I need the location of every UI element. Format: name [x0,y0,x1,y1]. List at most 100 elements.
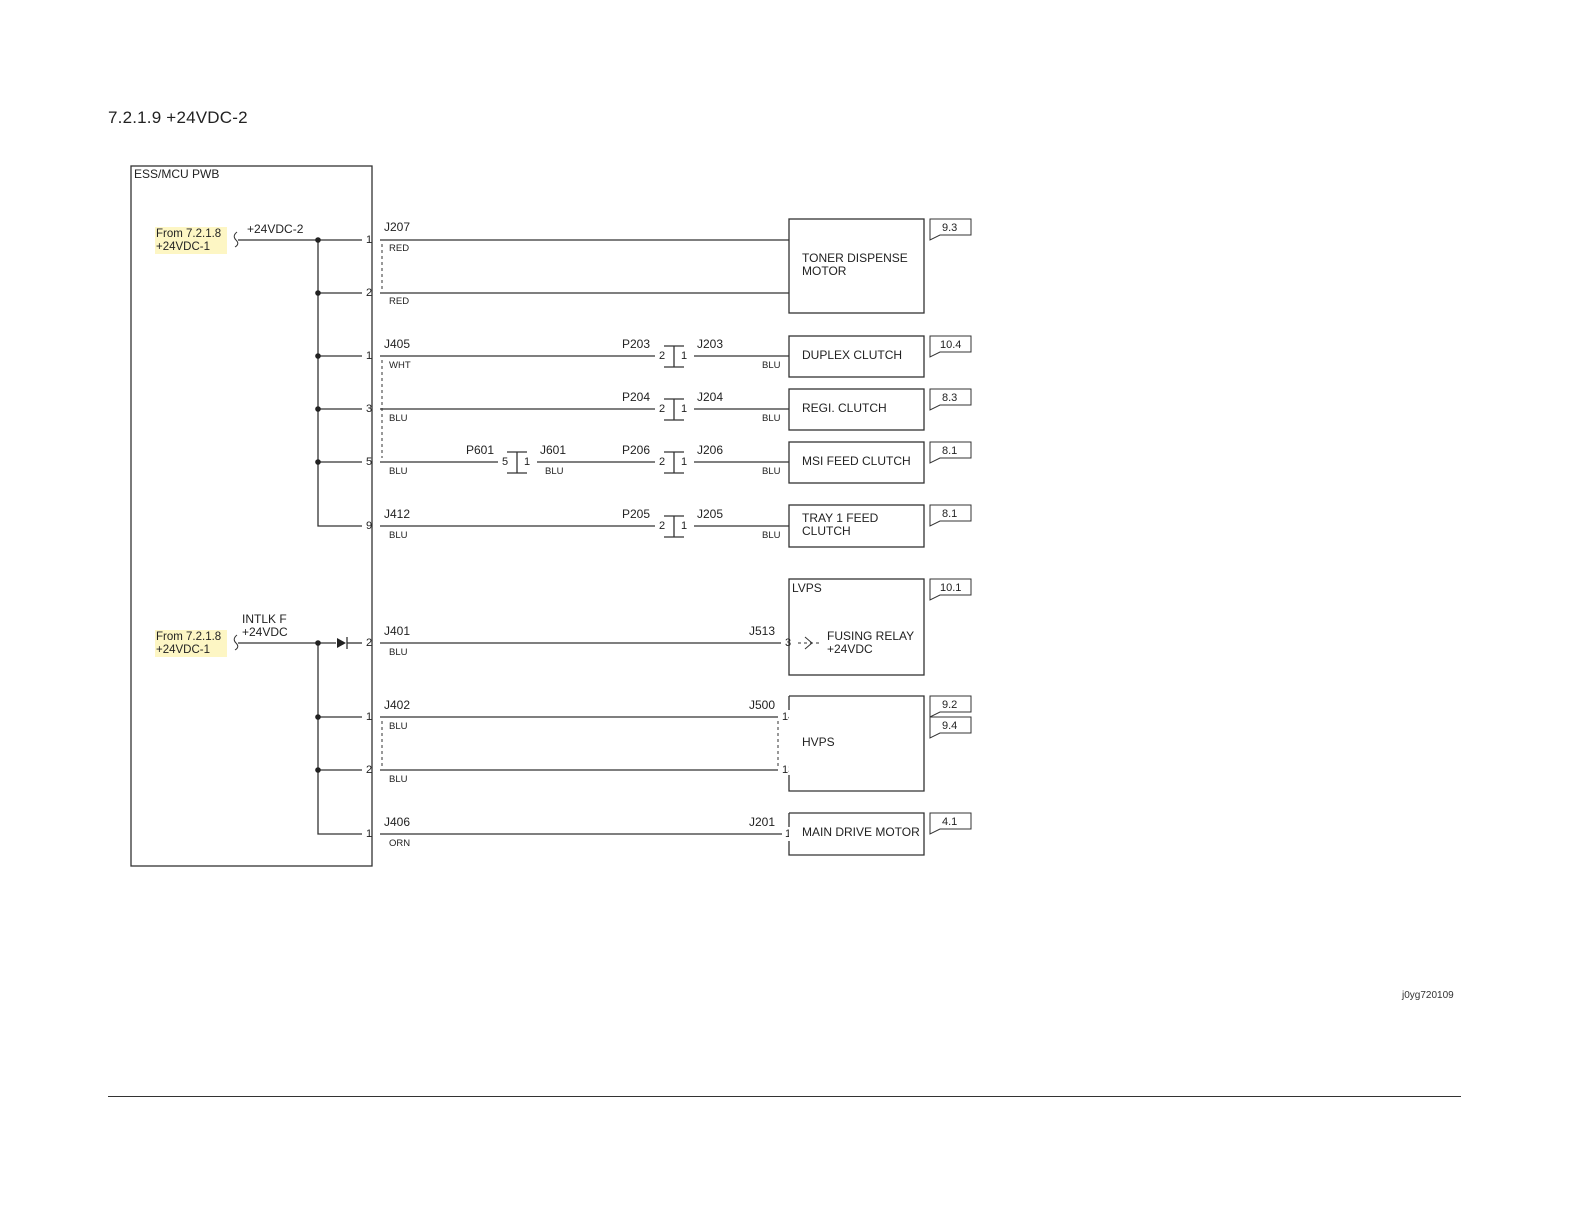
source-1-signal: +24VDC-1 [156,241,210,253]
pin-number: 1 [366,828,372,840]
wire-color: ORN [389,838,410,849]
duplex-clutch-box [788,335,925,378]
jack-j406: J406 [384,815,410,829]
pin-number: 2 [366,637,372,649]
wire-color: BLU [389,413,408,424]
source-2-signal: +24VDC-1 [156,644,210,656]
plug-pin: 1 [681,456,687,468]
jack-j203: J203 [697,337,723,351]
source-1-from: From 7.2.1.8 [156,228,221,240]
wire-color: BLU [762,360,781,371]
toner-dispense-motor-box [788,218,925,314]
svg-text:10.4: 10.4 [940,339,961,351]
jack-j402: J402 [384,698,410,712]
svg-text:8.1: 8.1 [942,445,957,457]
wire-color: WHT [389,360,411,371]
wire-color: RED [389,243,409,254]
footer-divider [108,1096,1461,1097]
source-2-net-line1: INTLK F [242,612,287,626]
connector-icon [664,515,684,538]
tray1-feed-clutch-box [788,504,925,548]
junction-dot [315,767,321,773]
wire-color: RED [389,296,409,307]
pin-number: 5 [366,456,372,468]
wire-color: BLU [389,721,408,732]
diode-icon [337,638,346,648]
junction-dot [315,459,321,465]
jack-j601: J601 [540,443,566,457]
pin-number: 2 [366,287,372,299]
plug-pin: 2 [659,520,665,532]
msi-feed-clutch-label: MSI FEED CLUTCH [802,454,911,468]
plug-pin: 1 [681,350,687,362]
junction-dot [315,714,321,720]
jack-j401: J401 [384,624,410,638]
duplex-clutch-label: DUPLEX CLUTCH [802,348,902,362]
ref-flag: 4.1 [929,812,972,835]
ref-flag: 10.4 [929,335,972,358]
plug-p601: P601 [466,443,494,457]
wire-color: BLU [389,530,408,541]
pin-number: 9 [366,520,372,532]
ref-flag: 8.3 [929,388,972,411]
junction-dot [315,290,321,296]
jack-j405: J405 [384,337,410,351]
wire-color: BLU [762,530,781,541]
msi-feed-clutch-box [788,441,925,484]
source-1-highlight [155,227,227,254]
hvps-label: HVPS [802,735,835,749]
svg-text:8.1: 8.1 [942,508,957,520]
wire-color: BLU [762,466,781,477]
wire-color: BLU [389,774,408,785]
junction-dot [315,353,321,359]
fusing-relay-label-2: +24VDC [827,642,873,656]
source-1-net: +24VDC-2 [247,222,304,236]
ref-flag: 9.4 [929,716,972,739]
plug-p206: P206 [622,443,650,457]
wire-color: BLU [545,466,564,477]
tray1-feed-clutch-label-2: CLUTCH [802,524,851,538]
relay-arrow-icon [804,636,813,650]
plug-pin: 2 [659,350,665,362]
toner-dispense-motor-label-1: TONER DISPENSE [802,251,908,265]
source-2-break-icon [233,634,239,651]
svg-text:9.4: 9.4 [942,720,957,732]
pin-number: 2 [366,764,372,776]
ref-flag: 8.1 [929,441,972,464]
tray1-feed-clutch-label-1: TRAY 1 FEED [802,511,879,525]
svg-text:9.3: 9.3 [942,222,957,234]
plug-pin: 1 [681,520,687,532]
jack-j201: J201 [749,815,775,829]
svg-text:8.3: 8.3 [942,392,957,404]
jack-j500: J500 [749,698,775,712]
pin-number: 1 [366,711,372,723]
wire-color: BLU [389,647,408,658]
bus-1-riser [317,240,362,527]
plug-pin: 5 [502,456,508,468]
pwb-outline [130,165,373,867]
junction-dot [315,237,321,243]
pwb-label: ESS/MCU PWB [134,167,219,181]
junction-dot [315,406,321,412]
junction-dot [315,640,321,646]
toner-dispense-motor-label-2: MOTOR [802,264,847,278]
ref-flag: 10.1 [929,578,972,601]
wire-color: BLU [389,466,408,477]
wire-color: BLU [762,413,781,424]
jack-j207: J207 [384,220,410,234]
main-drive-motor-box [788,812,925,856]
source-2-net-line2: +24VDC [242,625,288,639]
pin-number: 1 [366,350,372,362]
jack-j205: J205 [697,507,723,521]
ref-flag: 8.1 [929,504,972,527]
svg-text:4.1: 4.1 [942,816,957,828]
regi-clutch-label: REGI. CLUTCH [802,401,887,415]
plug-pin: 2 [659,456,665,468]
lvps-box [788,578,925,676]
ref-flag: 9.3 [929,218,972,241]
plug-p203: P203 [622,337,650,351]
fusing-relay-label-1: FUSING RELAY [827,629,914,643]
hvps-box [788,695,925,792]
jack-j204: J204 [697,390,723,404]
